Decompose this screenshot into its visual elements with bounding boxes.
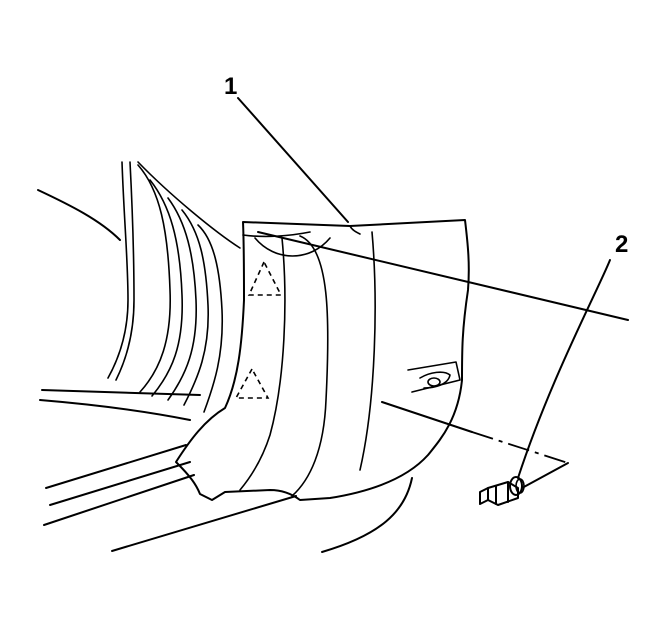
leader-2	[517, 259, 611, 479]
trim-panel	[175, 219, 470, 501]
bolt	[479, 476, 525, 506]
clip-marker-upper	[247, 260, 283, 296]
clip-location-markers	[234, 260, 283, 399]
callout-label-2: 2	[615, 231, 628, 258]
body-pillar-structure	[37, 161, 241, 421]
callout-leaders	[237, 97, 611, 479]
alignment-lines	[257, 231, 629, 489]
callout-label-1: 1	[224, 73, 237, 100]
leader-1	[237, 97, 349, 223]
sill-lines	[43, 444, 413, 553]
clip-marker-lower	[234, 367, 270, 399]
